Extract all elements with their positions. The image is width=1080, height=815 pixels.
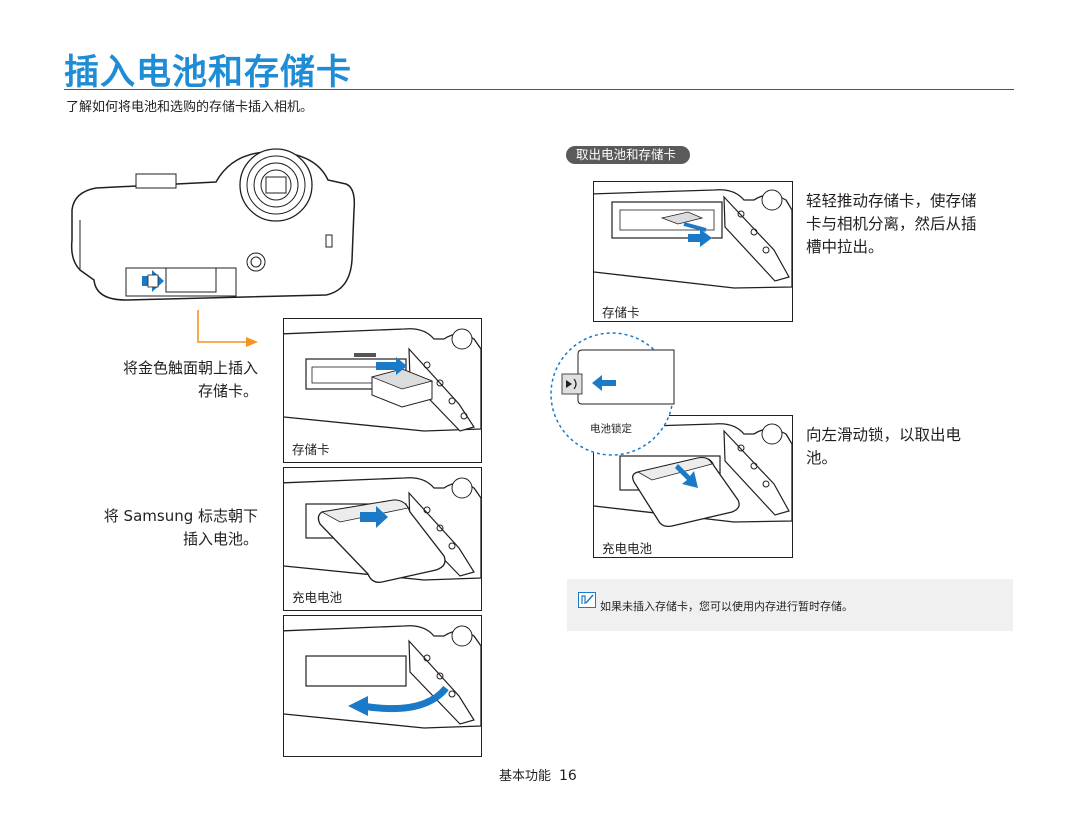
remove-card-figure: 存储卡 (593, 181, 793, 322)
battery-label: 充电电池 (292, 590, 343, 605)
remove-card-caption-line: 槽中拉出。 (806, 238, 884, 256)
remove-card-caption-line: 卡与相机分离，然后从插 (806, 215, 977, 233)
insert-card-figure: 存储卡 (283, 318, 482, 463)
remove-section-heading: 取出电池和存储卡 (566, 146, 691, 164)
page-number: 16 (559, 768, 577, 784)
step1-caption: 将金色触面朝上插入 存储卡。 (80, 357, 258, 403)
battery-lock-label: 电池锁定 (590, 423, 632, 435)
step2-caption: 将 Samsung 标志朝下 插入电池。 (80, 505, 258, 551)
close-cover-figure (283, 615, 482, 757)
step2-caption-line: 将 Samsung 标志朝下 (103, 507, 258, 525)
remove-battery-caption: 向左滑动锁，以取出电 池。 (806, 424, 1016, 470)
page-title: 插入电池和存储卡 (64, 53, 353, 93)
footer-section: 基本功能 (499, 769, 552, 784)
remove-battery-caption-line: 向左滑动锁，以取出电 (806, 426, 962, 444)
remove-card-label: 存储卡 (602, 305, 640, 320)
note-icon (578, 592, 596, 608)
remove-battery-label: 充电电池 (602, 541, 653, 556)
camera-bottom-illustration (66, 140, 356, 315)
step1-caption-line: 将金色触面朝上插入 (122, 359, 258, 377)
page-subtitle: 了解如何将电池和选购的存储卡插入相机。 (66, 100, 314, 115)
page-footer: 基本功能 16 (499, 765, 577, 784)
title-divider (64, 89, 1014, 90)
step1-caption-line: 存储卡。 (197, 382, 258, 400)
remove-battery-caption-line: 池。 (806, 449, 838, 467)
note-box (567, 579, 1013, 631)
battery-lock-callout: 电池锁定 (548, 330, 676, 458)
step2-caption-line: 插入电池。 (182, 530, 258, 548)
orange-pointer-arrow (197, 310, 258, 347)
remove-card-caption: 轻轻推动存储卡，使存储 卡与相机分离，然后从插 槽中拉出。 (806, 190, 1016, 259)
card-label: 存储卡 (292, 442, 330, 457)
insert-battery-figure: 充电电池 (283, 467, 482, 611)
note-text: 如果未插入存储卡，您可以使用内存进行暂时存储。 (600, 600, 853, 613)
remove-card-caption-line: 轻轻推动存储卡，使存储 (806, 192, 977, 210)
